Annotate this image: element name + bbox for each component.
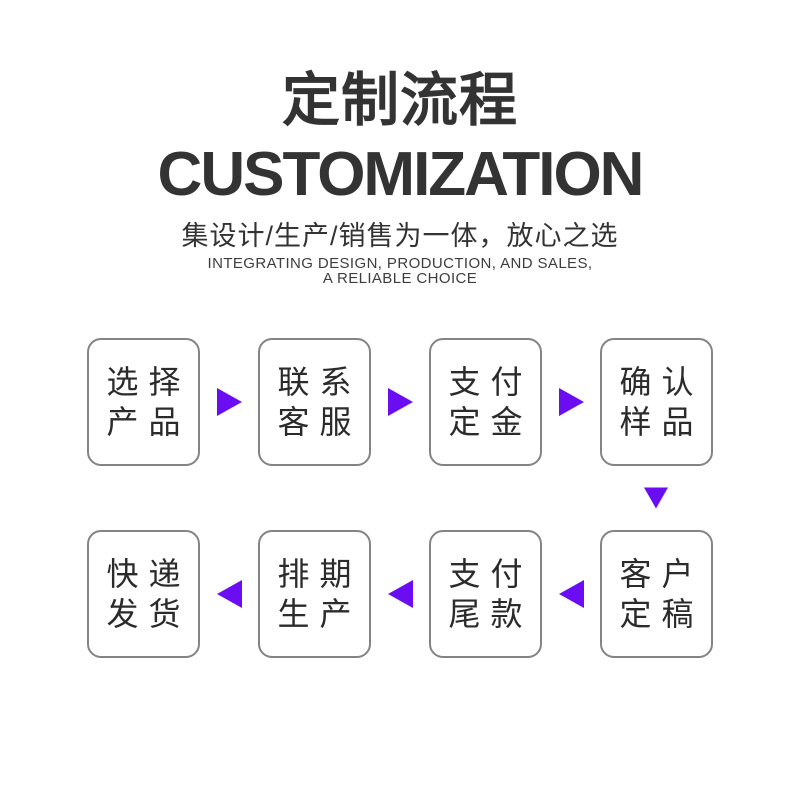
customization-process-section: 定制流程 CUSTOMIZATION 集设计/生产/销售为一体，放心之选 INT… (0, 64, 800, 798)
arrow-left-icon (371, 580, 429, 608)
step-label-line: 支付 (448, 364, 533, 400)
step-label-line: 确认 (619, 364, 704, 400)
flow-step-contact-service: 联系 客服 (258, 338, 371, 466)
subtitle-english-line2: A RELIABLE CHOICE (322, 270, 478, 287)
subtitle-english-line1: INTEGRATING DESIGN, PRODUCTION, AND SALE… (207, 255, 593, 272)
step-label-line: 产品 (106, 404, 191, 440)
step-label-line: 生产 (277, 596, 362, 632)
arrow-left-icon (542, 580, 600, 608)
flow-step-schedule-production: 排期 生产 (258, 530, 371, 658)
step-label-line: 排期 (277, 556, 362, 592)
step-label-line: 联系 (277, 364, 362, 400)
flow-row-1: 选择 产品 联系 客服 支付 定金 确认 样品 (87, 338, 713, 466)
step-label-line: 快递 (106, 556, 191, 592)
step-label-line: 支付 (448, 556, 533, 592)
subtitle-english: INTEGRATING DESIGN, PRODUCTION, AND SALE… (0, 256, 800, 286)
step-label-line: 客服 (277, 404, 362, 440)
step-label-line: 客户 (619, 556, 704, 592)
step-label-line: 样品 (619, 404, 704, 440)
arrow-right-icon (200, 388, 258, 416)
flow-step-confirm-sample: 确认 样品 (600, 338, 713, 466)
arrow-right-icon (542, 388, 600, 416)
flow-step-pay-deposit: 支付 定金 (429, 338, 542, 466)
page-title-english: CUSTOMIZATION (157, 140, 645, 209)
step-label-line: 定稿 (619, 596, 704, 632)
page-title-chinese: 定制流程 (281, 68, 518, 133)
process-flow-diagram: 选择 产品 联系 客服 支付 定金 确认 样品 快递 (87, 338, 713, 658)
flow-step-express-shipping: 快递 发货 (87, 530, 200, 658)
flow-row-2: 快递 发货 排期 生产 支付 尾款 客户 定稿 (87, 530, 713, 658)
flow-step-pay-balance: 支付 尾款 (429, 530, 542, 658)
step-label-line: 发货 (106, 596, 191, 632)
step-label-line: 选择 (106, 364, 191, 400)
step-label-line: 定金 (448, 404, 533, 440)
arrow-left-icon (200, 580, 258, 608)
arrow-right-icon (371, 388, 429, 416)
arrow-down-icon (644, 487, 668, 509)
section-header: 定制流程 CUSTOMIZATION 集设计/生产/销售为一体，放心之选 INT… (0, 64, 800, 286)
flow-step-client-finalize: 客户 定稿 (600, 530, 713, 658)
step-label-line: 尾款 (448, 596, 533, 632)
subtitle-chinese: 集设计/生产/销售为一体，放心之选 (181, 221, 619, 251)
flow-step-select-product: 选择 产品 (87, 338, 200, 466)
flow-connector (87, 466, 713, 530)
